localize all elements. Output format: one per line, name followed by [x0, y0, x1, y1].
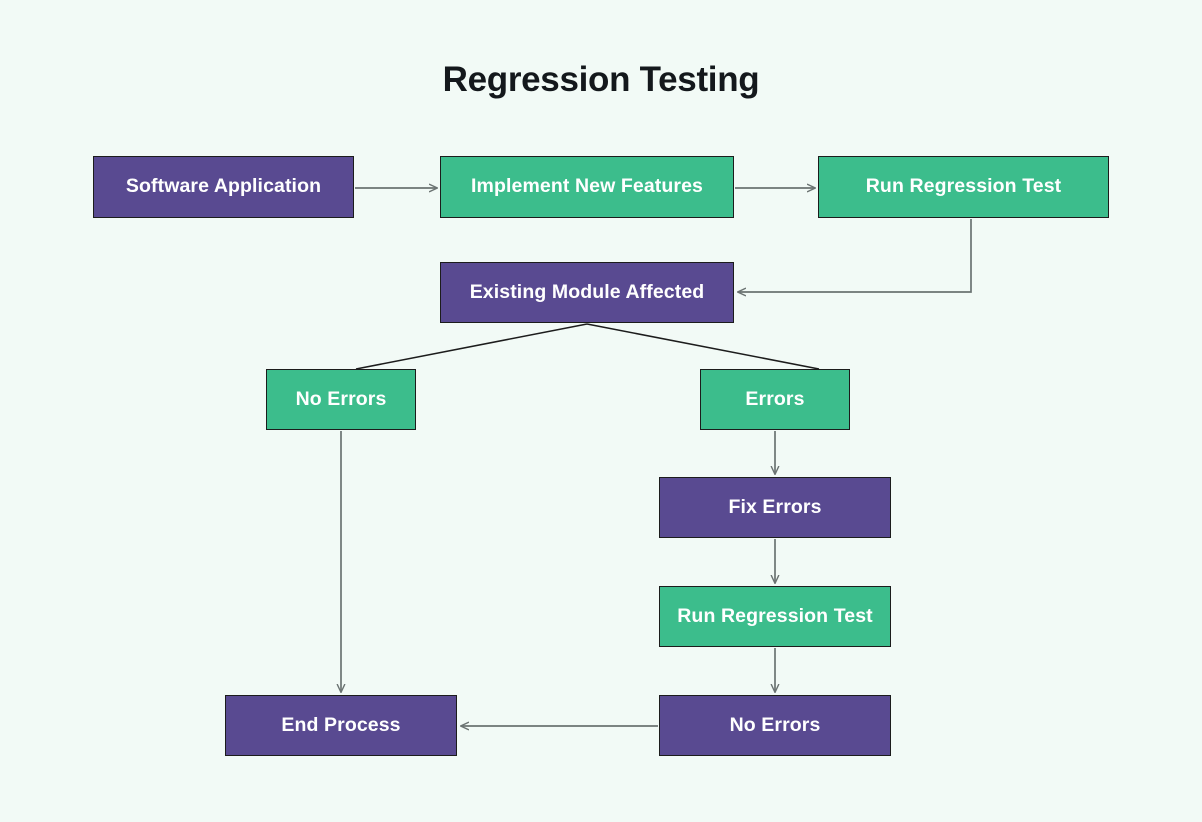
node-no-errors-bottom[interactable]: No Errors [659, 695, 891, 756]
node-implement-new-features[interactable]: Implement New Features [440, 156, 734, 218]
edge-runtest-to-existing-module [738, 219, 972, 292]
node-existing-module-affected[interactable]: Existing Module Affected [440, 262, 734, 323]
node-run-regression-test-2[interactable]: Run Regression Test [659, 586, 891, 647]
page-title: Regression Testing [442, 60, 760, 99]
edge-existing-module-to-errors [586, 323, 820, 370]
node-software-application[interactable]: Software Application [93, 156, 354, 218]
node-fix-errors[interactable]: Fix Errors [659, 477, 891, 538]
node-run-regression-test-1[interactable]: Run Regression Test [818, 156, 1109, 218]
edge-existing-module-to-no-errors [355, 323, 588, 370]
node-errors[interactable]: Errors [700, 369, 850, 430]
node-end-process[interactable]: End Process [225, 695, 457, 756]
node-no-errors-left[interactable]: No Errors [266, 369, 416, 430]
